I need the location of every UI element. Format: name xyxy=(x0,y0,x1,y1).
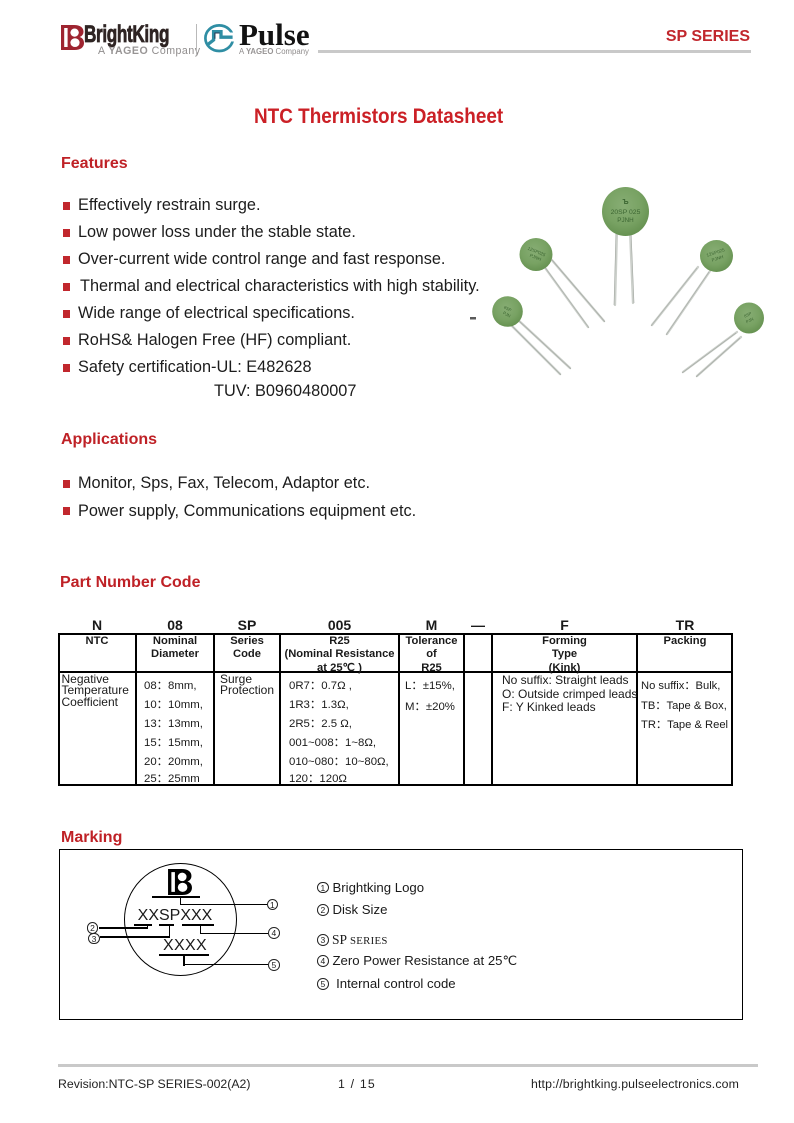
svg-text:12SP025: 12SP025 xyxy=(706,247,726,258)
svg-text:8SP: 8SP xyxy=(503,305,513,313)
svg-text:PJNH: PJNH xyxy=(711,254,724,262)
svg-text:Ъ: Ъ xyxy=(622,199,628,206)
svg-text:PJNH: PJNH xyxy=(617,217,634,224)
svg-text:PJN: PJN xyxy=(745,316,754,324)
svg-text:8SP: 8SP xyxy=(743,311,752,319)
svg-text:12SP025: 12SP025 xyxy=(527,246,547,258)
svg-text:20SP 025: 20SP 025 xyxy=(611,209,641,216)
svg-text:PJN: PJN xyxy=(502,310,511,318)
svg-text:PJNH: PJNH xyxy=(529,253,542,262)
